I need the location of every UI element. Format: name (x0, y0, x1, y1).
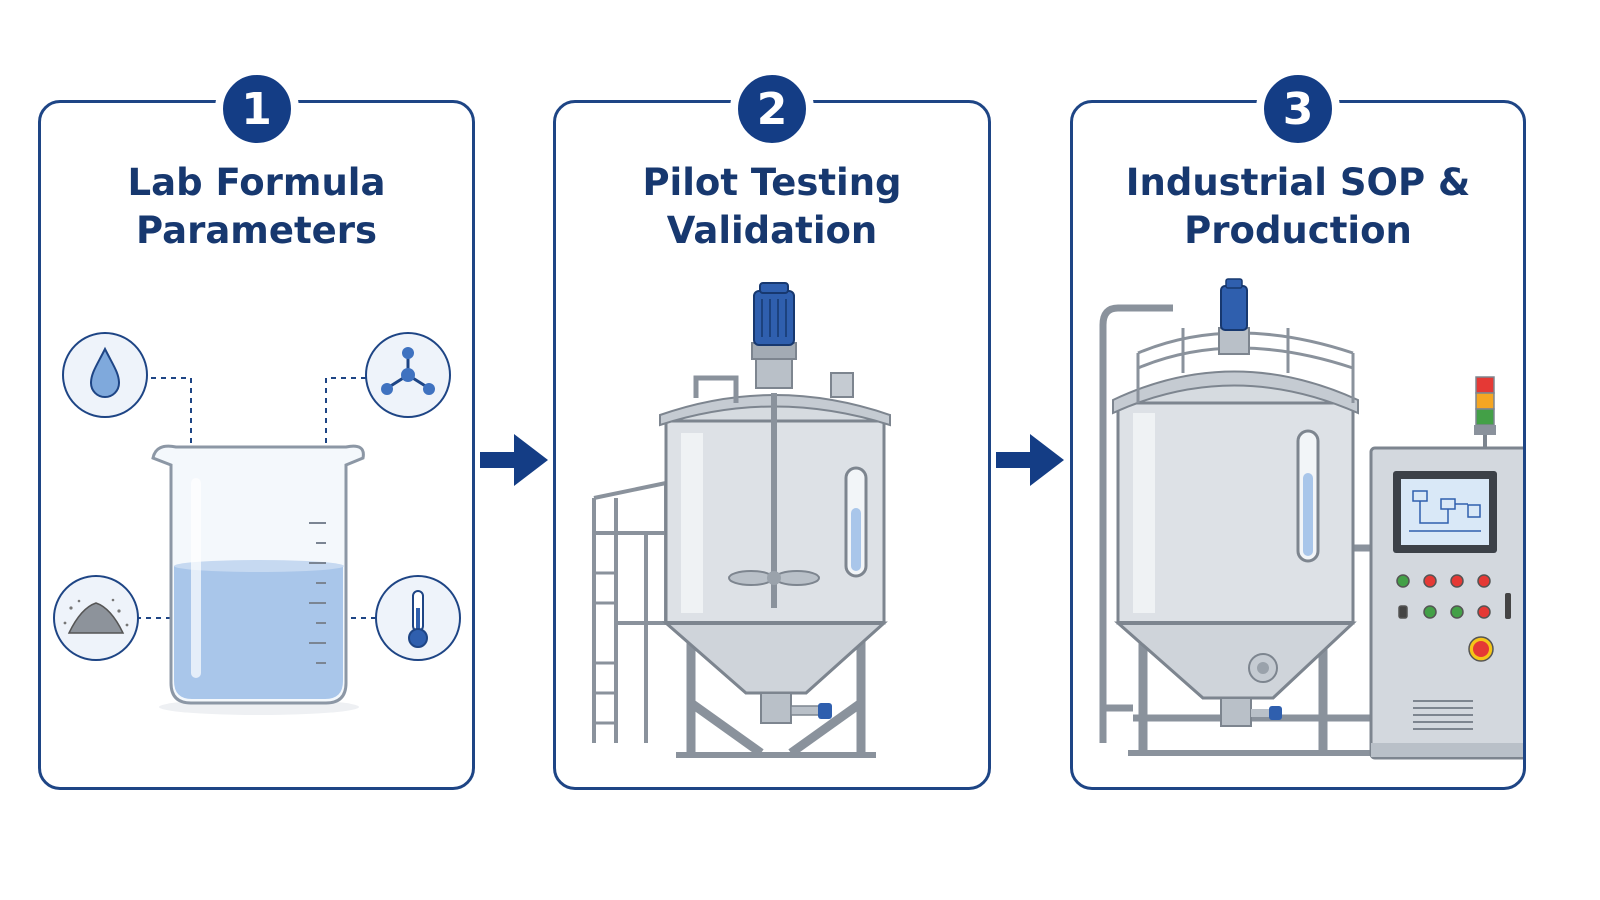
arrow-right-icon (996, 434, 1064, 486)
step-2-title-line1: Pilot Testing (642, 161, 902, 204)
step-2-title-line2: Validation (666, 209, 878, 252)
step-2-panel: 2 Pilot Testing Validation (553, 67, 991, 790)
arrow-right-icon (480, 434, 548, 486)
pilot-illustration (592, 282, 891, 758)
beaker-icon (151, 444, 365, 715)
step-2-badge: 2 (730, 67, 814, 151)
control-panel-icon (1369, 376, 1523, 760)
step-3-title-line1: Industrial SOP & (1125, 161, 1471, 204)
industrial-illustration (1099, 278, 1523, 760)
step-1-title-line1: Lab Formula (127, 161, 386, 204)
pilot-tank-icon (659, 282, 891, 758)
step-2-title: Pilot Testing Validation (556, 159, 988, 255)
step-3-title-line2: Production (1184, 209, 1412, 252)
droplet-icon (62, 332, 148, 418)
step-3-panel: 3 Industrial SOP & Production (1070, 67, 1526, 790)
step-3-badge: 3 (1256, 67, 1340, 151)
lab-illustration (53, 332, 461, 715)
industrial-tank-icon (1112, 278, 1373, 756)
molecule-icon (365, 332, 451, 418)
step-1-panel: 1 Lab Formula Parameters (38, 67, 475, 790)
step-1-badge: 1 (214, 67, 299, 151)
powder-icon (53, 575, 139, 661)
step-1-title-line2: Parameters (135, 209, 377, 252)
step-1-title: Lab Formula Parameters (41, 159, 472, 255)
step-3-title: Industrial SOP & Production (1073, 159, 1523, 255)
stairs-icon (592, 481, 676, 743)
thermometer-icon (375, 575, 461, 661)
